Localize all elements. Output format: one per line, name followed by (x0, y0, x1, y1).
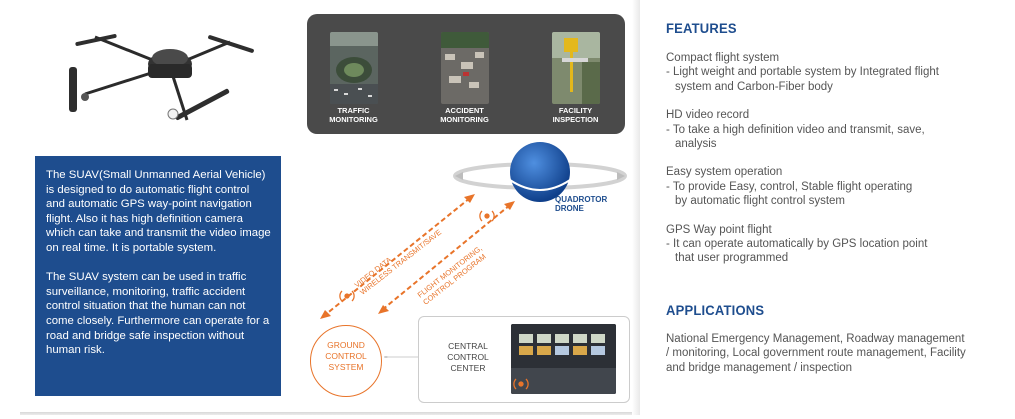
feature-item: GPS Way point flight - It can operate au… (666, 223, 1006, 266)
app-traffic-monitoring: TRAFFIC MONITORING (316, 32, 391, 124)
feature-desc: - To take a high definition video and tr… (666, 123, 925, 151)
central-label: CENTRAL CONTROL CENTER (447, 341, 489, 373)
applications-text: National Emergency Management, Roadway m… (666, 332, 966, 374)
uplink-arrow (381, 204, 511, 311)
description-paragraph: The SUAV(Small Unmanned Aerial Vehicle) … (46, 169, 271, 254)
features-heading: FEATURES (666, 20, 737, 37)
traffic-photo (329, 32, 378, 104)
app-label: TRAFFIC MONITORING (329, 106, 378, 124)
signal-icon (479, 210, 495, 222)
central-control-center: CENTRAL CONTROL CENTER (418, 316, 630, 403)
connector-line (384, 356, 420, 358)
feature-item: Compact flight system - Light weight and… (666, 51, 1006, 94)
feature-title: Compact flight system (666, 52, 780, 64)
info-column: FEATURES Compact flight system - Light w… (666, 20, 1006, 375)
description-paragraph: The SUAV system can be used in traffic s… (46, 271, 270, 357)
signal-icon (513, 378, 529, 390)
app-accident-monitoring: ACCIDENT MONITORING (427, 32, 502, 124)
feature-desc: - Light weight and portable system by In… (666, 66, 939, 93)
features-list: Compact flight system - Light weight and… (666, 51, 1006, 266)
feature-item: HD video record - To take a high definit… (666, 108, 1006, 151)
applications-box: TRAFFIC MONITORING ACCIDENT MONITORING (307, 14, 625, 134)
feature-desc: - It can operate automatically by GPS lo… (666, 238, 928, 265)
feature-desc: - To provide Easy, control, Stable fligh… (666, 180, 913, 208)
system-overview-panel: TRAFFIC MONITORING ACCIDENT MONITORING (20, 0, 640, 415)
control-room-photo (511, 324, 616, 394)
accident-photo (440, 32, 489, 104)
ground-control-system: GROUND CONTROL SYSTEM (310, 325, 382, 397)
communication-diagram: VIDEO DATA WIRELESS TRANSMIT/SAVE FLIGHT… (320, 142, 627, 319)
feature-title: GPS Way point flight (666, 223, 772, 236)
feature-title: Easy system operation (666, 166, 783, 179)
drone-image (69, 34, 254, 121)
app-facility-inspection: FACILITY INSPECTION (538, 32, 613, 124)
app-label: FACILITY INSPECTION (552, 106, 599, 124)
system-description: The SUAV(Small Unmanned Aerial Vehicle) … (35, 156, 281, 396)
feature-title: HD video record (666, 109, 750, 122)
quadrotor-globe-icon (509, 142, 571, 202)
applications-heading: APPLICATIONS (666, 301, 765, 319)
quadrotor-label: QUADROTOR DRONE (555, 195, 608, 213)
signal-icon (339, 290, 355, 302)
app-label: ACCIDENT MONITORING (440, 106, 489, 124)
facility-photo (551, 32, 600, 104)
feature-item: Easy system operation - To provide Easy,… (666, 165, 1006, 208)
